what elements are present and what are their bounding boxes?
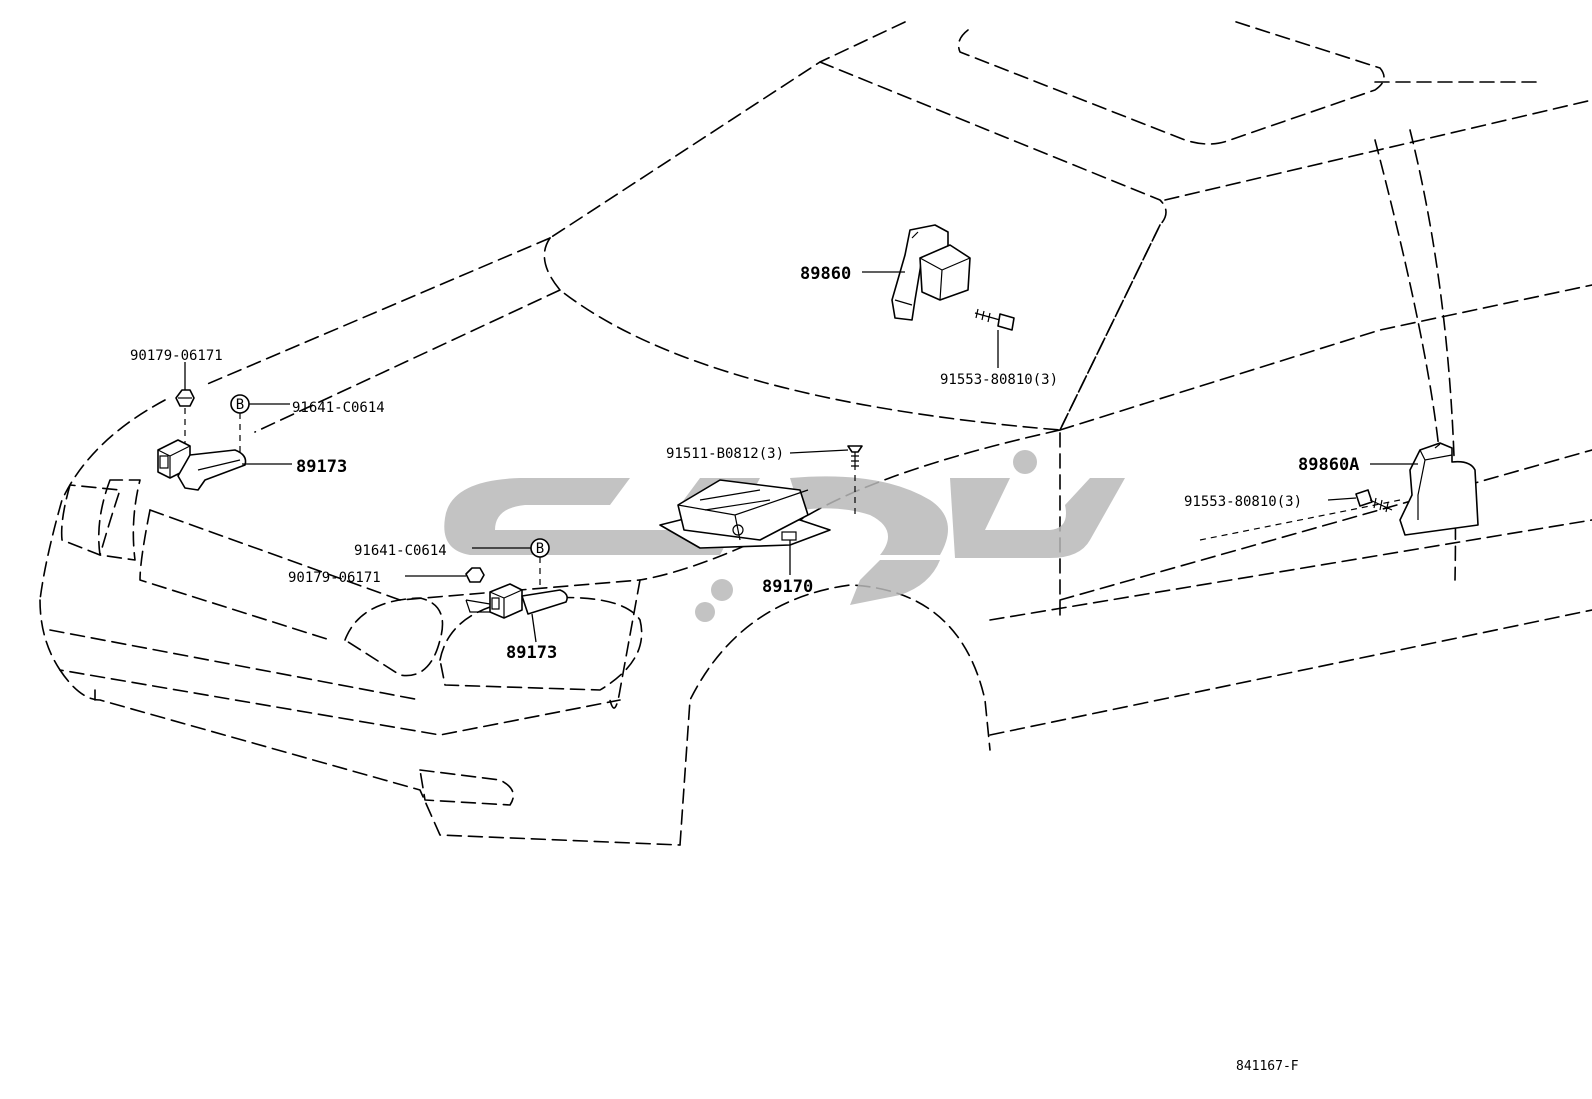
watermark-stroke-4 [850, 560, 940, 605]
marker-b-left-text: B [236, 397, 244, 413]
hood-cowl [639, 429, 1061, 581]
front-wheel-arch [679, 584, 991, 846]
label-sensor-left: 89173 [296, 457, 347, 477]
hood-front-edge [39, 399, 166, 601]
sunroof-outline [957, 19, 1385, 145]
label-sensor-center: 89173 [506, 643, 557, 663]
label-sensor-right: 89860A [1298, 455, 1359, 475]
bolt-top-part [974, 308, 1015, 331]
hood-side-edge [254, 289, 561, 433]
grille-outline [139, 509, 331, 641]
rocker-line [989, 609, 1592, 736]
label-sensor-top: 89860 [800, 264, 851, 284]
label-ecu: 89170 [762, 577, 813, 597]
watermark-dot-1 [711, 579, 733, 601]
watermark-dot-2 [695, 602, 715, 622]
belt-line [1059, 284, 1592, 431]
b-pillar [1374, 139, 1441, 461]
headlight-left-inner [97, 479, 141, 561]
headlight-center-outer [344, 597, 444, 677]
marker-b-left: B [230, 394, 250, 414]
label-screw-ecu: 91511-B0812(3) [666, 446, 784, 462]
label-clip-front-left: 90179-06171 [130, 348, 223, 364]
windshield-bottom [543, 237, 1061, 431]
label-bolt-top: 91553-80810(3) [940, 372, 1058, 388]
watermark-stroke-2 [790, 476, 948, 555]
bumper-lower [59, 669, 681, 846]
sensor-right-part [1399, 442, 1479, 536]
hood-rear-edge [204, 237, 551, 386]
label-bolt-right: 91553-80810(3) [1184, 494, 1302, 510]
dash-bolt-right [1199, 499, 1401, 541]
watermark-dot-3 [1013, 450, 1037, 474]
car-outline [39, 19, 1592, 846]
watermark-stroke-3 [950, 478, 1125, 558]
leader-sensor-center [531, 613, 537, 643]
door-character-line [1059, 449, 1592, 601]
headlight-left-outer [60, 484, 121, 556]
leader-bolt-right [1327, 497, 1357, 501]
marker-b-center-text: B [536, 541, 544, 557]
bolt-right-part [1355, 489, 1393, 513]
clip-front-left-part [175, 389, 195, 407]
sensor-top-part [891, 224, 971, 321]
marker-b-center: B [530, 538, 550, 558]
headlight-center-inner [439, 596, 643, 691]
fog-light [419, 769, 515, 806]
label-bolt-b-left: 91641-C0614 [292, 400, 385, 416]
windshield-top [819, 61, 1167, 431]
bumper-mid [49, 629, 421, 701]
fender-front [609, 579, 641, 709]
reference-code: 841167-F [1236, 1059, 1299, 1074]
sensor-left-part [157, 439, 247, 491]
ecu-part [659, 479, 831, 549]
door-lower-line [989, 519, 1592, 621]
label-bolt-b-center: 91641-C0614 [354, 543, 447, 559]
door-top [1164, 99, 1592, 201]
clip-center-part [465, 567, 485, 583]
sensor-center-part [465, 583, 568, 619]
roof-front-edge [549, 21, 906, 239]
leader-screw-ecu [789, 449, 849, 454]
screw-ecu-part [847, 445, 863, 470]
a-pillar [1059, 224, 1161, 621]
label-clip-center: 90179-06171 [288, 570, 381, 586]
